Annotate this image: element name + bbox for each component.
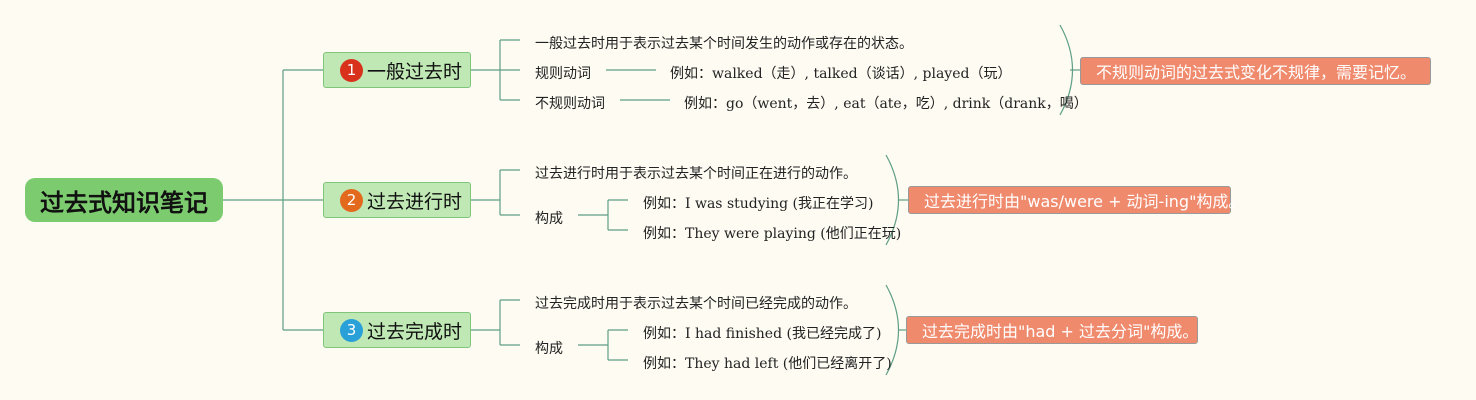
summary-note-simple-past[interactable]: 不规则动词的过去式变化不规律，需要记忆。 [1080, 57, 1431, 85]
branch-title: 一般过去时 [367, 60, 463, 83]
regular-verbs-label[interactable]: 规则动词 [535, 66, 591, 82]
branch-title: 过去进行时 [367, 190, 463, 213]
branch-past-continuous[interactable]: 2 过去进行时 [323, 182, 471, 218]
structure-label[interactable]: 构成 [535, 211, 563, 227]
definition-past-perfect[interactable]: 过去完成时用于表示过去某个时间已经完成的动作。 [535, 296, 857, 312]
definition-past-continuous[interactable]: 过去进行时用于表示过去某个时间正在进行的动作。 [535, 166, 857, 182]
example-item[interactable]: 例如：I was studying (我正在学习) [643, 196, 874, 212]
summary-note-past-perfect[interactable]: 过去完成时由"had + 过去分词"构成。 [906, 316, 1198, 344]
branch-simple-past[interactable]: 1 一般过去时 [323, 52, 471, 88]
number-badge-1: 1 [340, 58, 363, 82]
example-item[interactable]: 例如：They had left (他们已经离开了) [643, 356, 892, 372]
example-item[interactable]: 例如：I had finished (我已经完成了) [643, 326, 882, 342]
structure-label[interactable]: 构成 [535, 341, 563, 357]
definition-simple-past[interactable]: 一般过去时用于表示过去某个时间发生的动作或存在的状态。 [535, 36, 913, 52]
irregular-verbs-label[interactable]: 不规则动词 [535, 96, 605, 112]
irregular-verbs-example[interactable]: 例如：go（went，去）, eat（ate，吃）, drink（drank，喝… [684, 96, 1088, 112]
root-topic[interactable]: 过去式知识笔记 [25, 178, 223, 222]
example-item[interactable]: 例如：They were playing (他们正在玩) [643, 226, 902, 242]
number-badge-3: 3 [340, 318, 363, 342]
branch-title: 过去完成时 [367, 320, 463, 343]
branch-past-perfect[interactable]: 3 过去完成时 [323, 312, 471, 348]
regular-verbs-example[interactable]: 例如：walked（走）, talked（谈话）, played（玩） [670, 66, 1012, 82]
number-badge-2: 2 [340, 188, 363, 212]
root-title: 过去式知识笔记 [40, 188, 208, 217]
summary-note-past-continuous[interactable]: 过去进行时由"was/were + 动词-ing"构成。 [908, 186, 1244, 214]
